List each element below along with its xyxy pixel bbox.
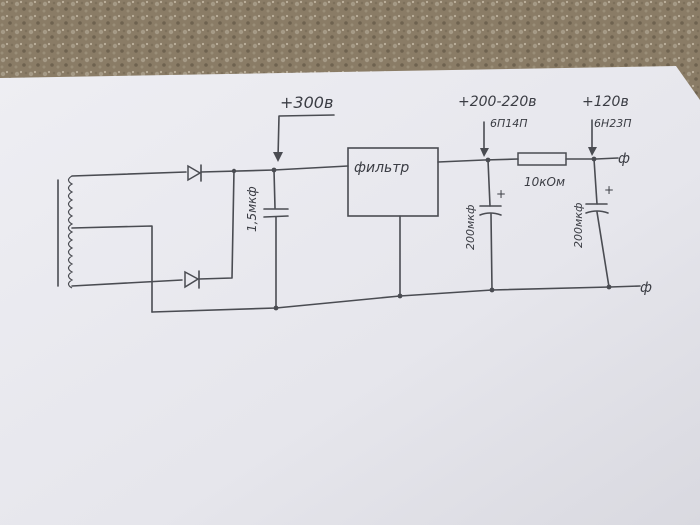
filter-box (347, 147, 439, 217)
label-200v: +200-220в (458, 94, 536, 110)
wire-tap (71, 225, 153, 313)
cap3-plate-b (585, 210, 609, 214)
circuit (57, 114, 641, 313)
wire-bottom-left (71, 279, 183, 287)
junction (397, 293, 403, 299)
wire-filter-out (437, 158, 519, 163)
arrowhead-120 (588, 147, 597, 156)
cap1-lead-top (273, 169, 276, 209)
label-resistor: 10кОм (524, 175, 565, 189)
ground-bus (151, 285, 641, 313)
label-tube-6p14p: 6П14П (490, 117, 528, 130)
label-output-top: ф (618, 151, 630, 167)
wire-bottom-right (198, 169, 235, 280)
junction (231, 168, 237, 174)
junction (591, 156, 597, 162)
wire-top-left (71, 171, 187, 177)
label-output-bottom: ф (640, 280, 652, 296)
label-cap3: 200мкф (572, 203, 585, 248)
junction (489, 287, 495, 293)
cap2-lead-top (487, 159, 491, 207)
cap3-lead-top (593, 158, 598, 205)
label-120v: +120в (582, 94, 629, 110)
label-plus-cap3: + (604, 183, 614, 197)
label-filter: фильтр (354, 160, 409, 176)
junction (485, 157, 491, 163)
cap3-lead-bottom (596, 211, 610, 288)
wire-top-bus (273, 165, 349, 171)
arrowhead-300 (273, 152, 283, 162)
label-cap1: 1,5мкф (245, 186, 259, 232)
junction (606, 284, 612, 290)
cap2-lead-bottom (490, 213, 493, 291)
label-plus-cap2: + (496, 187, 506, 201)
paper-sheet (0, 66, 700, 525)
transformer-winding (67, 175, 74, 289)
arrow-300 (277, 114, 335, 159)
arrowhead-200 (480, 148, 489, 157)
junction (273, 305, 279, 311)
diode-top (187, 164, 202, 182)
wire-top-mid (200, 169, 275, 173)
label-300v: +300в (280, 93, 333, 112)
cap2-plate-b (479, 212, 502, 216)
junction (271, 167, 277, 173)
label-cap2: 200мкф (464, 205, 477, 250)
label-tube-6n23p: 6Н23П (594, 117, 632, 130)
